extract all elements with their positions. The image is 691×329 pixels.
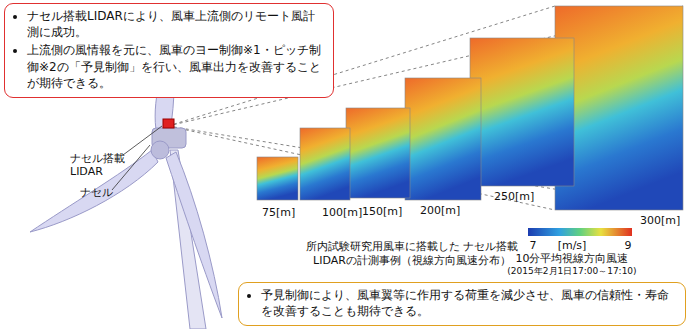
scale-value: 7 [530, 239, 537, 252]
callout-box: ナセル搭載LIDARにより、風車上流側のリモート風計測に成功。上流側の風情報を元… [4, 3, 334, 98]
legend-title: 10分平均視線方向風速 [516, 252, 629, 265]
part-name: ナセル [80, 186, 113, 199]
part-name: ナセル搭載 LIDAR [70, 152, 130, 178]
distance-label: 200[m] [420, 204, 460, 217]
legend-date: (2015年2月1日17:00～17:10) [507, 266, 636, 277]
bullet-text: 予見制御により、風車翼等に作用する荷重を減少させ、風車の信頼性・寿命を改善するこ… [261, 287, 677, 319]
callout-box: 予見制御により、風車翼等に作用する荷重を減少させ、風車の信頼性・寿命を改善するこ… [238, 282, 686, 326]
bullet-text: ナセル搭載LIDARにより、風車上流側のリモート風計測に成功。 [27, 8, 325, 40]
distance-label: 100[m] [322, 206, 362, 219]
distance-label: 150[m] [362, 205, 402, 218]
bullet-text: 上流側の風情報を元に、風車のヨー制御※1・ピッチ制御※2の「予見制御」を行い、風… [27, 42, 325, 91]
scale-unit: [m/s] [558, 239, 587, 252]
distance-label: 75[m] [262, 206, 295, 219]
distance-label: 250[m] [494, 190, 534, 203]
figure-caption: 所内試験研究用風車に搭載した ナセル搭載LIDARの計測事例（視線方向風速分布） [292, 240, 532, 269]
scale-value: 9 [625, 239, 632, 252]
distance-label: 300[m] [640, 214, 680, 227]
lidar-unit [163, 119, 174, 128]
color-bar [528, 228, 632, 236]
